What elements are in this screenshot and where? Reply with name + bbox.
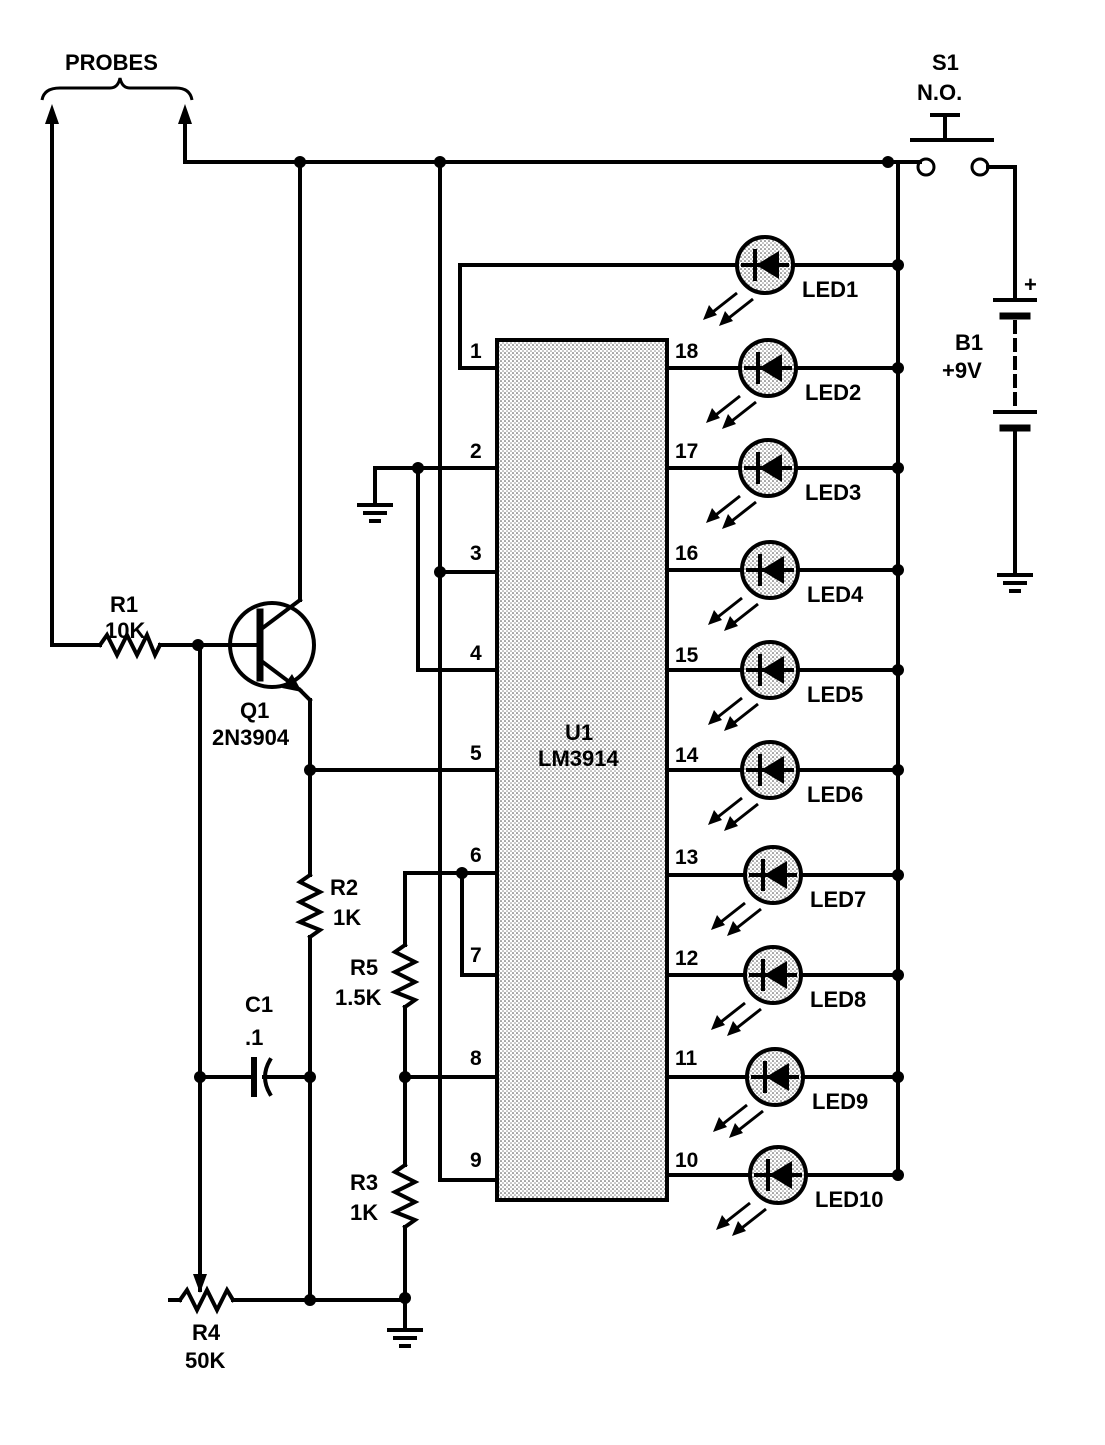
battery-value: +9V	[942, 358, 982, 383]
led-label: LED2	[805, 380, 861, 405]
led-7: LED7	[665, 845, 904, 936]
led-4: LED4	[665, 540, 904, 631]
ic-right-pin-16: 16	[675, 542, 698, 565]
ic-right-pin-11: 11	[675, 1047, 698, 1070]
led-label: LED5	[807, 682, 863, 707]
ic-left-pin-2: 2	[470, 440, 482, 463]
r2-value: 1K	[333, 905, 361, 930]
ic-right-pin-12: 12	[675, 947, 698, 970]
led-label: LED10	[815, 1187, 883, 1212]
probes-label: PROBES	[65, 50, 158, 75]
r1-zigzag	[97, 630, 163, 660]
probes-bracket	[40, 77, 194, 101]
s1-contact-left	[916, 157, 936, 177]
led-label: LED9	[812, 1089, 868, 1114]
r1-value: 10K	[105, 618, 145, 643]
r4-ref: R4	[192, 1320, 221, 1345]
resistor-r1: R1 10K	[50, 592, 204, 660]
ic-body	[495, 338, 669, 1202]
left-pin-labels: 1 2 3 4 5 6 7 8 9	[470, 340, 482, 1172]
ic-left-pin-3: 3	[470, 542, 482, 565]
s1-type: N.O.	[917, 80, 962, 105]
ic-right-pin-14: 14	[675, 744, 699, 767]
led-5: LED5	[665, 640, 904, 731]
r5-ref: R5	[350, 955, 378, 980]
ic-ref: U1	[565, 720, 593, 745]
r2-zigzag	[295, 872, 325, 940]
r2-ref: R2	[330, 875, 358, 900]
ic-left-pin-7: 7	[470, 944, 482, 967]
s1-ref: S1	[932, 50, 959, 75]
divider-r5-r3: R5 1.5K R3 1K	[335, 871, 423, 1348]
led-3: LED3	[665, 438, 904, 529]
led-label: LED3	[805, 480, 861, 505]
ic-left-pin-6: 6	[470, 844, 482, 867]
right-pin-labels: 18 17 16 15 14 13 12 11 10	[675, 340, 699, 1172]
probe-left-arrow	[45, 104, 59, 124]
battery-ref: B1	[955, 330, 983, 355]
led-label: LED6	[807, 782, 863, 807]
ic-right-pin-15: 15	[675, 644, 699, 667]
probe-right-arrow	[178, 104, 192, 124]
r3-value: 1K	[350, 1200, 378, 1225]
led-6: LED6	[665, 740, 904, 831]
led-bar: LED1LED2LED3LED4LED5LED6LED7LED8LED9LED1…	[665, 235, 904, 1236]
led-label: LED1	[802, 277, 858, 302]
r3-ref: R3	[350, 1170, 378, 1195]
capacitor-c1: C1 .1	[194, 643, 312, 1292]
led-1: LED1	[703, 235, 904, 326]
ic-left-pin-8: 8	[470, 1047, 482, 1070]
top-rail	[183, 156, 922, 168]
ic-right-pin-10: 10	[675, 1149, 698, 1172]
battery-b1: + B1 +9V	[942, 272, 1037, 593]
led-9: LED9	[665, 1047, 904, 1138]
ic-right-pin-17: 17	[675, 440, 698, 463]
battery-plus: +	[1024, 272, 1037, 297]
potentiometer-r4: R4 50K	[168, 1274, 407, 1373]
q1-ref: Q1	[240, 698, 269, 723]
left-pin-wiring	[304, 160, 742, 1182]
transistor-q1: Q1 2N3904	[198, 160, 316, 877]
ic-left-pin-5: 5	[470, 742, 482, 765]
c1-ref: C1	[245, 992, 273, 1017]
ic-left-pin-4: 4	[470, 642, 482, 665]
led-label: LED8	[810, 987, 866, 1012]
r5-value: 1.5K	[335, 985, 382, 1010]
ic-u1: U1 LM3914	[495, 338, 669, 1202]
led-10: LED10	[665, 1145, 904, 1236]
probes: PROBES	[40, 50, 194, 647]
r1-ref: R1	[110, 592, 138, 617]
ic-part: LM3914	[538, 746, 619, 771]
switch-s1: S1 N.O.	[910, 50, 1017, 302]
ic-left-pin-1: 1	[470, 340, 482, 363]
ic-right-pin-13: 13	[675, 846, 698, 869]
led-label: LED4	[807, 582, 864, 607]
r5-zigzag	[390, 942, 420, 1010]
led-2: LED2	[665, 338, 904, 429]
r4-value: 50K	[185, 1348, 225, 1373]
q1-part: 2N3904	[212, 725, 290, 750]
c1-value: .1	[245, 1025, 263, 1050]
s1-contact-right	[970, 157, 990, 177]
resistor-r2: R2 1K	[295, 872, 361, 1302]
r4-zigzag	[177, 1285, 236, 1315]
ic-left-pin-9: 9	[470, 1149, 482, 1172]
r3-zigzag	[390, 1162, 420, 1230]
led-label: LED7	[810, 887, 866, 912]
led-8: LED8	[665, 945, 904, 1036]
s1-to-battery-wire	[986, 165, 1017, 302]
ic-right-pin-18: 18	[675, 340, 699, 363]
